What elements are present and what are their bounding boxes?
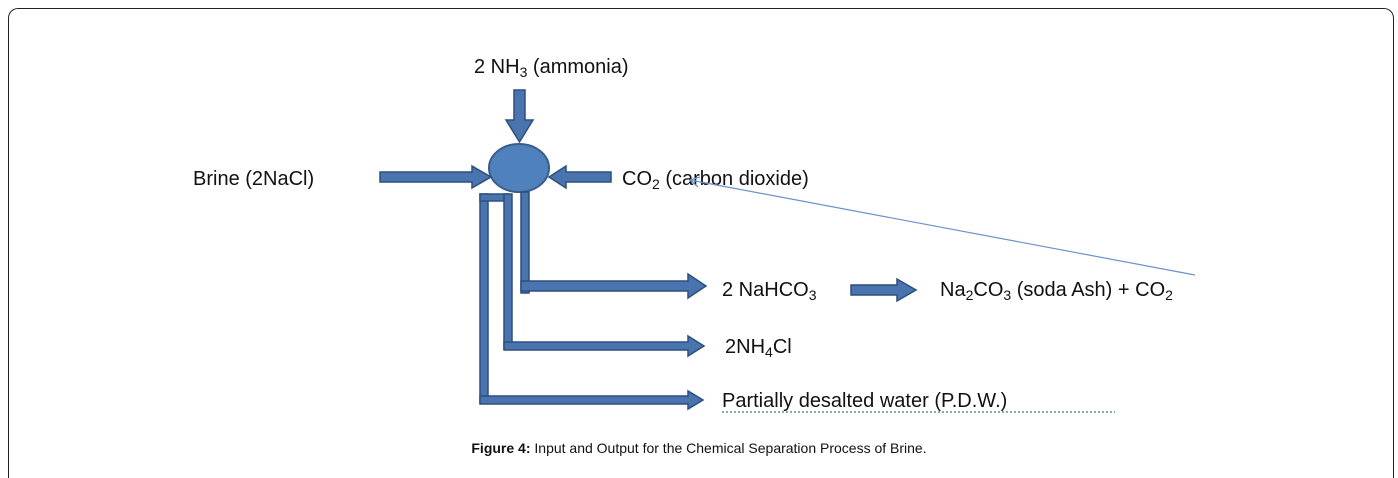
soda-ash-arrow (850, 277, 918, 303)
brine-arrow (379, 164, 493, 190)
ammonia-label: 2 NH3 (ammonia) (474, 56, 629, 80)
co2-recycle-line (689, 179, 1196, 276)
brine-label: Brine (2NaCl) (193, 168, 314, 190)
soda-ash-label: Na2CO3 (soda Ash) + CO2 (940, 279, 1173, 303)
nh4cl-arrow (503, 334, 706, 358)
co2-recycle-arrowhead (688, 176, 701, 188)
water-pipe (479, 193, 489, 404)
reactor-node (488, 143, 550, 193)
water-arrow (479, 389, 705, 411)
nahco3-arrow (520, 272, 708, 300)
nh4cl-pipe (503, 193, 513, 350)
nh4cl-label: 2NH4Cl (725, 336, 792, 360)
nahco3-pipe (520, 191, 530, 294)
ammonia-arrow (504, 89, 535, 144)
nahco3-label: 2 NaHCO3 (722, 279, 817, 303)
co2-label: CO2 (carbon dioxide) (622, 168, 809, 192)
water-label: Partially desalted water (P.D.W.) (722, 390, 1007, 412)
figure-caption: Figure 4: Input and Output for the Chemi… (471, 440, 926, 456)
co2-arrow (547, 164, 612, 190)
